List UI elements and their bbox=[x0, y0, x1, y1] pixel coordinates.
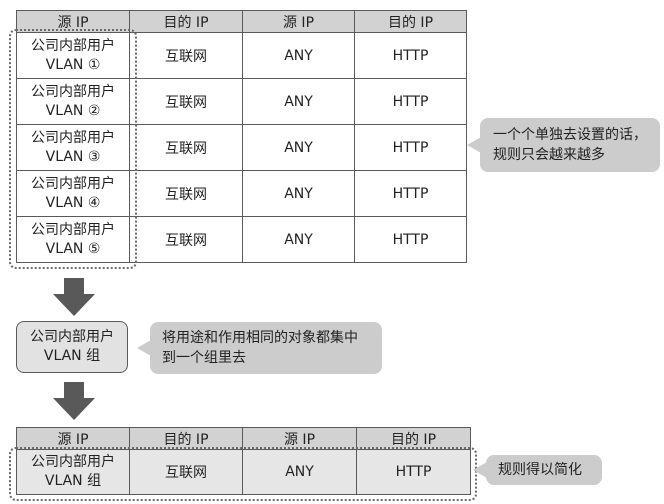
source-line2: VLAN ① bbox=[45, 56, 101, 73]
header-source-ip: 源 IP bbox=[16, 427, 130, 450]
rule-destination-port: HTTP bbox=[354, 170, 467, 217]
rule-destination-port: HTTP bbox=[354, 124, 467, 171]
header-destination-ip: 目的 IP bbox=[129, 427, 243, 450]
header-destination-ip: 目的 IP bbox=[129, 10, 243, 33]
source-line1: 公司内部用户 bbox=[31, 454, 115, 470]
table-row: 公司内部用户 VLAN ⑤ 互联网 ANY HTTP bbox=[16, 216, 467, 263]
callout-line1: 一个个单独去设置的话， bbox=[493, 127, 647, 143]
rule-source: 公司内部用户 VLAN ② bbox=[16, 78, 130, 125]
rule-destination-port: HTTP bbox=[354, 216, 467, 263]
source-line1: 公司内部用户 bbox=[31, 221, 115, 238]
callout-line1: 将用途和作用相同的对象都集中 bbox=[162, 330, 358, 346]
rule-destination: 互联网 bbox=[129, 78, 243, 125]
table-header-row: 源 IP 目的 IP 源 IP 目的 IP bbox=[16, 10, 467, 33]
table-header-row: 源 IP 目的 IP 源 IP 目的 IP bbox=[16, 427, 471, 450]
rule-destination: 互联网 bbox=[129, 216, 243, 263]
rule-source-port: ANY bbox=[242, 78, 355, 125]
group-line2: VLAN 组 bbox=[43, 348, 101, 364]
header-destination-ip-2: 目的 IP bbox=[356, 427, 471, 450]
rule-destination-port: HTTP bbox=[356, 449, 471, 495]
rule-destination: 互联网 bbox=[129, 32, 243, 79]
rule-source-port: ANY bbox=[242, 32, 355, 79]
rule-source-port: ANY bbox=[242, 449, 357, 495]
grouping-callout: 将用途和作用相同的对象都集中 到一个组里去 bbox=[137, 322, 382, 374]
down-arrow-icon bbox=[53, 382, 95, 420]
rule-destination-port: HTTP bbox=[354, 78, 467, 125]
simplified-rule-table: 源 IP 目的 IP 源 IP 目的 IP 公司内部用户 VLAN 组 互联网 A… bbox=[16, 427, 471, 495]
header-source-ip-2: 源 IP bbox=[242, 427, 357, 450]
table-row: 公司内部用户 VLAN ① 互联网 ANY HTTP bbox=[16, 32, 467, 79]
callout-line2: 到一个组里去 bbox=[162, 350, 246, 366]
source-line2: VLAN ③ bbox=[45, 148, 101, 165]
down-arrow-icon bbox=[53, 278, 95, 316]
rule-destination: 互联网 bbox=[129, 124, 243, 171]
group-line1: 公司内部用户 bbox=[30, 329, 114, 345]
rule-source-port: ANY bbox=[242, 124, 355, 171]
rule-source: 公司内部用户 VLAN 组 bbox=[16, 449, 130, 495]
rule-destination: 互联网 bbox=[129, 170, 243, 217]
table-row: 公司内部用户 VLAN ③ 互联网 ANY HTTP bbox=[16, 124, 467, 171]
vlan-group-object: 公司内部用户 VLAN 组 bbox=[16, 321, 128, 373]
source-line1: 公司内部用户 bbox=[31, 175, 115, 192]
rule-source: 公司内部用户 VLAN ① bbox=[16, 32, 130, 79]
rule-source: 公司内部用户 VLAN ④ bbox=[16, 170, 130, 217]
rule-source-port: ANY bbox=[242, 216, 355, 263]
table-row: 公司内部用户 VLAN ② 互联网 ANY HTTP bbox=[16, 78, 467, 125]
rule-source-port: ANY bbox=[242, 170, 355, 217]
table-row: 公司内部用户 VLAN 组 互联网 ANY HTTP bbox=[16, 449, 471, 495]
source-line2: VLAN ④ bbox=[45, 194, 101, 211]
rule-source: 公司内部用户 VLAN ③ bbox=[16, 124, 130, 171]
source-line1: 公司内部用户 bbox=[31, 83, 115, 100]
source-line2: VLAN 组 bbox=[44, 473, 102, 489]
rule-destination-port: HTTP bbox=[354, 32, 467, 79]
header-destination-ip-2: 目的 IP bbox=[354, 10, 467, 33]
header-source-ip: 源 IP bbox=[16, 10, 130, 33]
rule-destination: 互联网 bbox=[129, 449, 243, 495]
table-row: 公司内部用户 VLAN ④ 互联网 ANY HTTP bbox=[16, 170, 467, 217]
callout-text: 规则得以简化 bbox=[498, 462, 582, 478]
simplified-callout: 规则得以简化 bbox=[473, 455, 602, 485]
rule-source: 公司内部用户 VLAN ⑤ bbox=[16, 216, 130, 263]
source-line1: 公司内部用户 bbox=[31, 37, 115, 54]
source-line2: VLAN ② bbox=[45, 102, 101, 119]
individual-rules-callout: 一个个单独去设置的话， 规则只会越来越多 bbox=[467, 118, 660, 172]
header-source-ip-2: 源 IP bbox=[242, 10, 355, 33]
callout-line2: 规则只会越来越多 bbox=[493, 147, 605, 163]
source-line2: VLAN ⑤ bbox=[45, 240, 101, 257]
individual-rules-table: 源 IP 目的 IP 源 IP 目的 IP 公司内部用户 VLAN ① 互联网 A… bbox=[16, 10, 467, 263]
source-line1: 公司内部用户 bbox=[31, 129, 115, 146]
